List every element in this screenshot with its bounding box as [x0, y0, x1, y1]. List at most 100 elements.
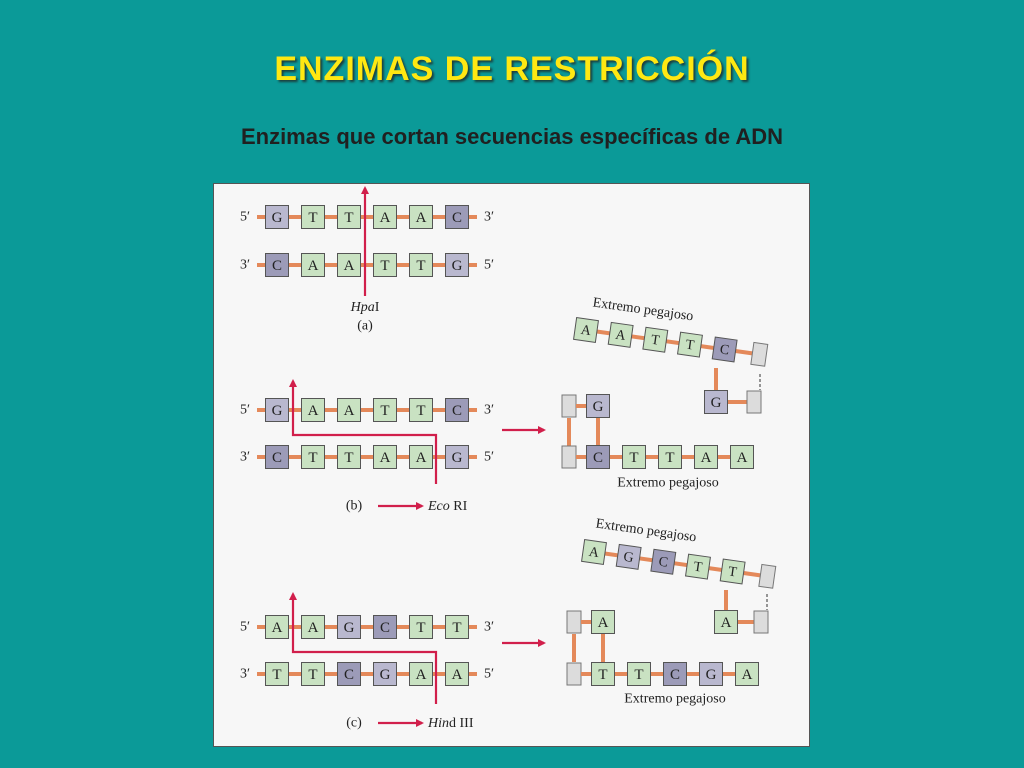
panel-c-bottom-strand-base-letter: C [344, 667, 354, 683]
panel-c-lower-base-box [663, 662, 687, 686]
panel-c-top-strand-base-letter: G [344, 620, 355, 636]
panel-c-bottom-strand-base-box [373, 662, 397, 686]
panel-b-enzyme-label: Eco RI [427, 499, 468, 514]
panel-b-lower-base-box [622, 445, 646, 469]
panel-b-upper-base-letter: T [650, 333, 661, 349]
panel-a-bottom-strand-base-box [301, 253, 325, 277]
panel-c-upper-sticky-label: Extremo pegajoso [595, 517, 698, 546]
panel-c-upper-base-letter: T [727, 564, 738, 580]
panel-b-upper-base-box [607, 321, 634, 348]
panel-c-top-strand-base-box [445, 615, 469, 639]
panel-a-bottom-strand-base-box [409, 253, 433, 277]
panel-b-lower-base-box [586, 445, 610, 469]
panel-c-enzyme-label: Hind III [427, 716, 474, 731]
panel-c-top-strand-end-right: 3′ [484, 620, 494, 635]
panel-b-lower-base-box [658, 445, 682, 469]
panel-b-bottom-strand-base-box [301, 445, 325, 469]
panel-b-top-strand-base-box [265, 398, 289, 422]
panel-a-top-strand-base-box [301, 205, 325, 229]
panel-c-upper-pair-base-box [714, 610, 738, 634]
panel-a-bottom-strand-base-box [373, 253, 397, 277]
panel-b-lower-base-letter: C [593, 450, 603, 466]
panel-c-bottom-strand-base-letter: T [272, 667, 281, 683]
panel-c-top-strand-end-left: 5′ [240, 620, 250, 635]
panel-c-lower-base-letter: A [742, 667, 753, 683]
panel-c-lower-base-box [735, 662, 759, 686]
panel-a-top-strand-base-letter: T [308, 210, 317, 226]
panel-b-upper-base-letter: T [685, 338, 696, 354]
panel-c-bottom-strand-base-letter: A [452, 667, 463, 683]
panel-c-upper-base-letter: C [658, 555, 669, 571]
panel-b-lower-pair-base-letter: G [593, 399, 604, 415]
panel-c-bottom-strand-base-box [301, 662, 325, 686]
panel-b-lower-base-letter: T [629, 450, 638, 466]
panel-a-bottom-strand-end-left: 3′ [240, 258, 250, 273]
panel-b-bottom-strand-base-letter: C [272, 450, 282, 466]
panel-a-bottom-strand-base-letter: A [344, 258, 355, 274]
panel-b-bottom-strand-base-box [265, 445, 289, 469]
panel-c-top-strand-base-letter: A [272, 620, 283, 636]
panel-b-bottom-strand-base-box [337, 445, 361, 469]
panel-c-bottom-strand-base-letter: A [416, 667, 427, 683]
panel-c-top-strand-base-box [265, 615, 289, 639]
panel-b-bottom-strand-base-box [445, 445, 469, 469]
panel-c-upper-pair-gray-end [753, 610, 769, 634]
panel-b-bottom-strand-base-letter: A [416, 450, 427, 466]
panel-c-upper-base-box [581, 539, 607, 565]
panel-c-bottom-strand-base-box [265, 662, 289, 686]
panel-c-upper-base-box [615, 543, 642, 570]
panel-b-bottom-strand-base-letter: A [380, 450, 391, 466]
panel-c-upper-base-box [719, 558, 746, 585]
panel-b-upper-base-box [573, 317, 599, 343]
panel-b-upper-sticky-label: Extremo pegajoso [592, 296, 695, 325]
panel-c-bottom-strand-end-left: 3′ [240, 667, 250, 682]
panel-b-upper-base-letter: A [614, 328, 627, 344]
panel-c-bottom-strand-end-right: 5′ [484, 667, 494, 682]
panel-b-top-strand-base-letter: C [452, 403, 462, 419]
panel-b-bottom-strand-base-box [409, 445, 433, 469]
panel-a-top-strand-end-right: 3′ [484, 210, 494, 225]
panel-a-top-strand-base-box [409, 205, 433, 229]
panel-b-top-strand-base-box [409, 398, 433, 422]
panel-b-upper-gray-end [750, 341, 769, 367]
panel-c-upper-base-box [650, 548, 677, 575]
panel-c-lower-base-box [699, 662, 723, 686]
panel-c-lower-base-box [627, 662, 651, 686]
panel-b-cut-arrow [289, 379, 438, 484]
panel-b-top-strand-base-letter: T [416, 403, 425, 419]
panel-a-top-strand-base-box [265, 205, 289, 229]
panel-b-top-strand-base-letter: A [344, 403, 355, 419]
panel-a-top-strand-end-left: 5′ [240, 210, 250, 225]
panel-c-upper-base-letter: G [622, 550, 634, 566]
panel-b-top-strand-base-letter: T [380, 403, 389, 419]
panel-c-upper-base-box [684, 553, 711, 580]
panel-c-upper-base-letter: T [693, 560, 704, 576]
panel-b-lower-sticky-label: Extremo pegajoso [617, 476, 718, 491]
panel-c-top-strand-base-letter: A [308, 620, 319, 636]
panel-c-top-strand-base-letter: T [416, 620, 425, 636]
panel-b-bottom-strand-end-right: 5′ [484, 450, 494, 465]
panel-b-upper-base-box [711, 336, 738, 363]
panel-c-lower-base-letter: T [634, 667, 643, 683]
panel-b-bottom-strand-end-left: 3′ [240, 450, 250, 465]
panel-c-lower-gray-end [566, 662, 582, 686]
slide-title: ENZIMAS DE RESTRICCIÓN [274, 50, 750, 88]
panel-c-lower-pair-base-letter: A [598, 615, 609, 631]
panel-a-bottom-strand-base-box [265, 253, 289, 277]
panel-a-top-strand-base-box [337, 205, 361, 229]
panel-a-marker: (a) [357, 319, 373, 334]
panel-b-top-strand-base-box [445, 398, 469, 422]
panel-c-top-strand-base-box [409, 615, 433, 639]
panel-b-top-strand-end-right: 3′ [484, 403, 494, 418]
panel-c-top-strand-base-letter: C [380, 620, 390, 636]
panel-a-bottom-strand-base-letter: T [380, 258, 389, 274]
panel-c-bottom-strand-base-letter: T [308, 667, 317, 683]
panel-b-bottom-strand-base-letter: T [344, 450, 353, 466]
panel-c-top-strand-base-letter: T [452, 620, 461, 636]
panel-c-bottom-strand-base-box [337, 662, 361, 686]
panel-c-upper-gray-end [758, 563, 777, 589]
panel-a-top-strand-base-box [445, 205, 469, 229]
panel-c-bottom-strand-base-box [409, 662, 433, 686]
